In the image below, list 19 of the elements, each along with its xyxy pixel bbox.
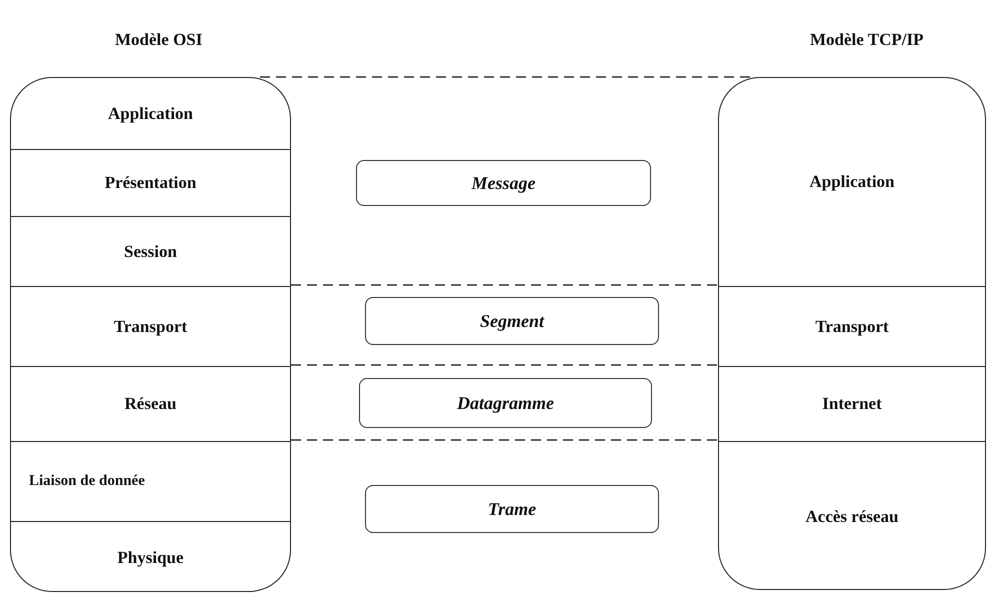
data-unit-box: Datagramme xyxy=(359,378,652,428)
layer-name: Session xyxy=(124,242,177,262)
layer-name: Application xyxy=(809,172,895,192)
model-heading: Modèle OSI xyxy=(115,30,202,50)
data-unit-box: Trame xyxy=(365,485,659,533)
layer-name: Réseau xyxy=(124,394,176,414)
layer-name: Physique xyxy=(117,548,184,568)
layer-name: Présentation xyxy=(104,173,196,193)
model-heading: Modèle TCP/IP xyxy=(810,30,924,50)
osi-model-column xyxy=(10,77,291,592)
data-unit-box: Message xyxy=(356,160,651,206)
layer-name: Transport xyxy=(114,316,188,336)
tcpip-model-column xyxy=(718,77,986,590)
layer-name: Transport xyxy=(815,316,889,336)
data-unit-box: Segment xyxy=(365,297,659,345)
layer-name: Liaison de donnée xyxy=(29,473,145,490)
layer-name: Internet xyxy=(822,394,882,414)
layer-name: Accès réseau xyxy=(806,506,898,526)
layer-name: Application xyxy=(108,104,194,124)
